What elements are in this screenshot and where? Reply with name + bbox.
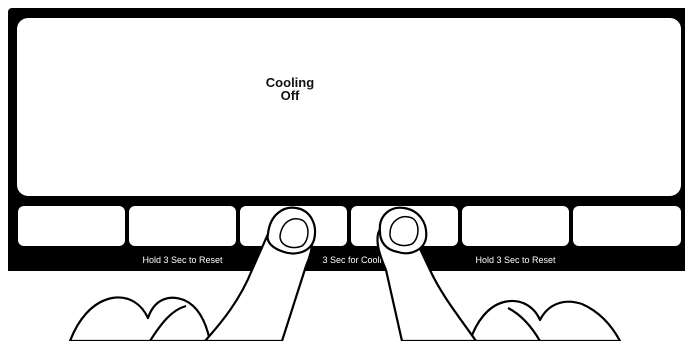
left-finger-icon — [268, 208, 315, 254]
right-finger-icon — [380, 208, 426, 254]
